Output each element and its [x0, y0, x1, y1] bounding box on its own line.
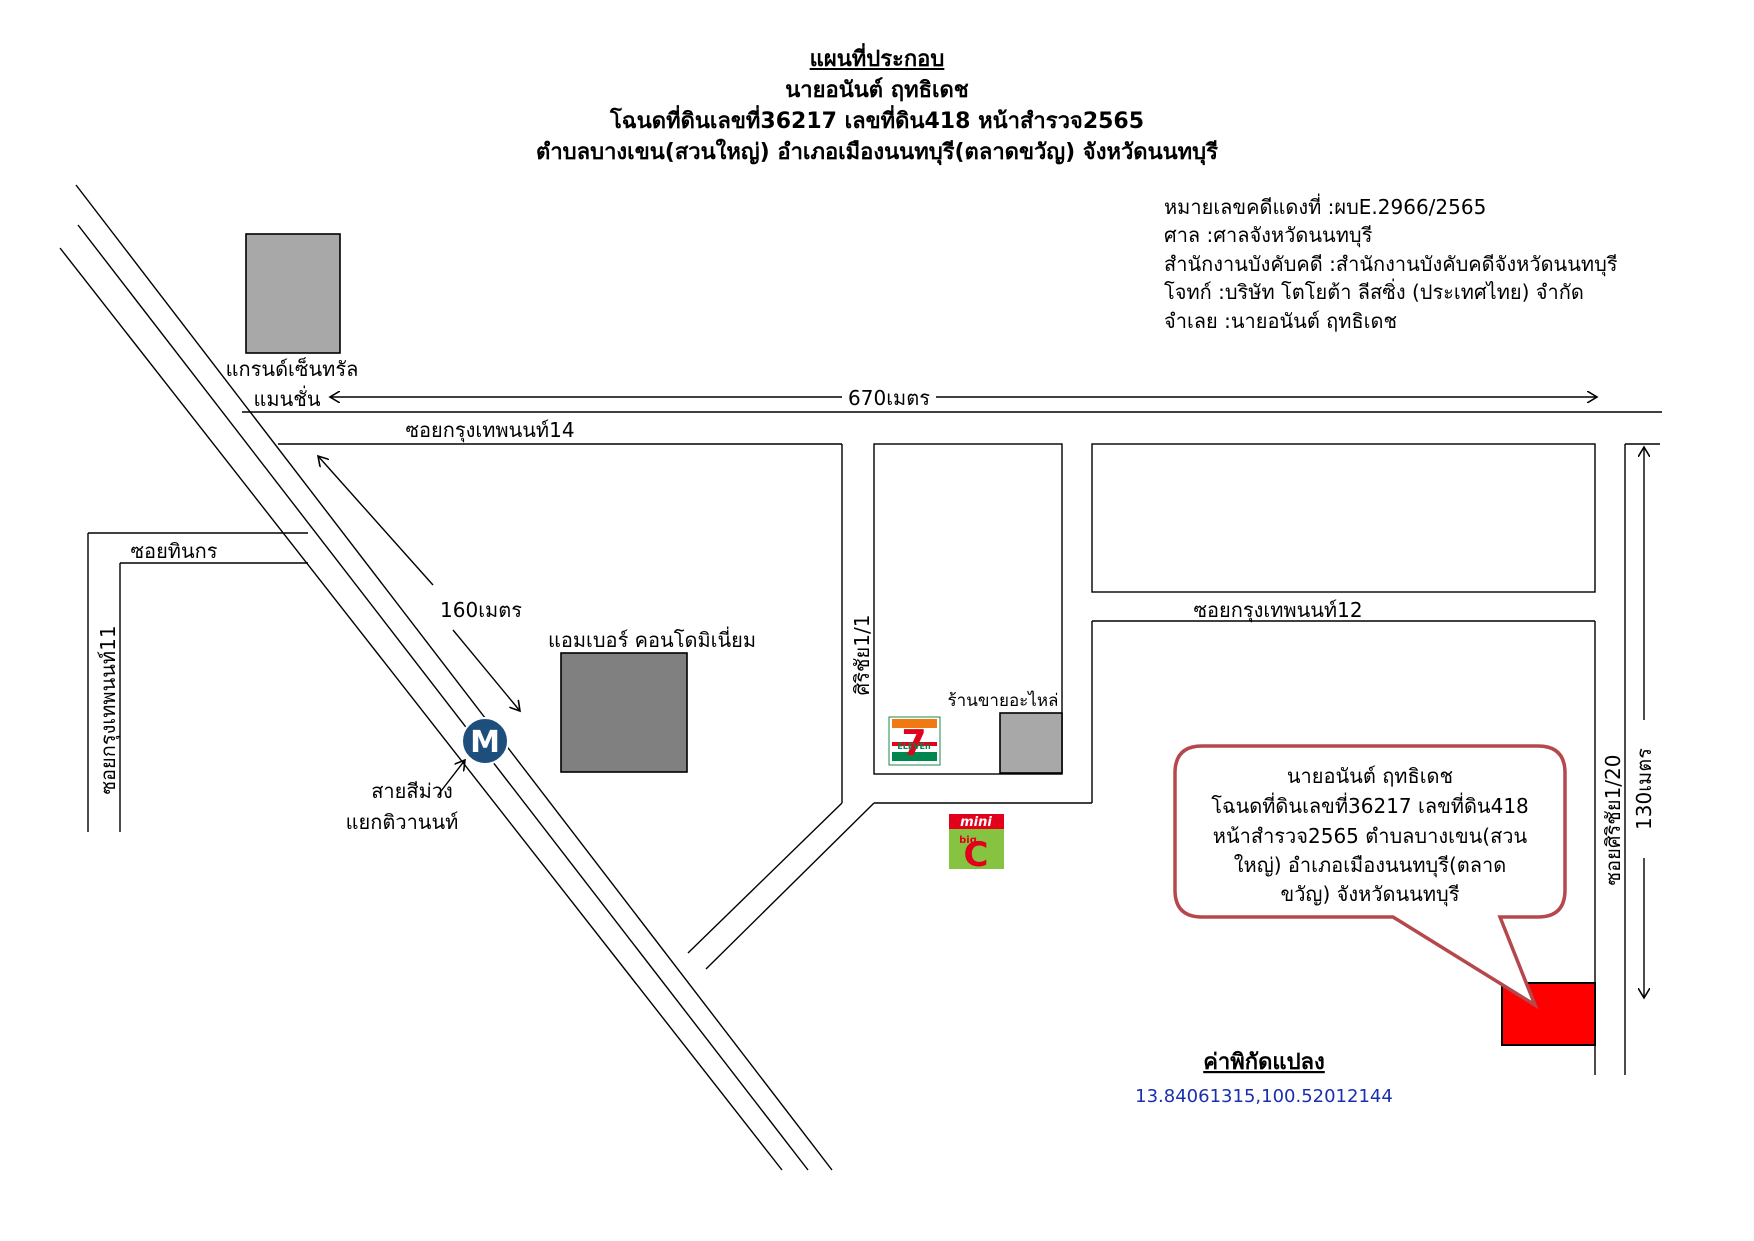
- target-parcel: [1501, 982, 1596, 1046]
- soi-thinnakorn-road: [87, 532, 308, 832]
- amber-condominium-building: [560, 652, 688, 773]
- callout-line-2: โฉนดที่ดินเลขที่36217 เลขที่ดิน418: [1211, 792, 1529, 818]
- tiwanon-label: แยกติวานนท์: [346, 810, 459, 834]
- callout-line-3: หน้าสำรวจ2565 ตำบลบางเขน(สวน: [1213, 824, 1528, 848]
- parts-shop-label: ร้านขายอะไหล่: [948, 690, 1059, 711]
- deed-info: โฉนดที่ดินเลขที่36217 เลขที่ดิน418 หน้าส…: [609, 109, 1145, 134]
- bigc-c-text: C: [964, 835, 989, 875]
- map-title: แผนที่ประกอบ: [809, 47, 945, 72]
- north-east-block: [1091, 443, 1596, 593]
- grand-central-label-2: แมนชั่น: [254, 385, 321, 411]
- purple-line-label: สายสีม่วง: [371, 779, 453, 803]
- sirichai-1-1-label: ศิริชัย1/1: [850, 615, 874, 696]
- seven-eleven-logo: 7 ELEVEn: [888, 716, 941, 766]
- distance-160-label: 160เมตร: [440, 598, 522, 622]
- soi-14-label: ซอยกรุงเทพนนท์14: [405, 418, 574, 443]
- court-name: ศาล :ศาลจังหวัดนนทบุรี: [1164, 223, 1373, 248]
- target-callout-box: [1173, 744, 1567, 1010]
- location-info: ตำบลบางเขน(สวนใหญ่) อำเภอเมืองนนทบุรี(ตล…: [536, 140, 1218, 165]
- map-title-block: แผนที่ประกอบ นายอนันต์ ฤทธิเดช โฉนดที่ดิ…: [0, 44, 1754, 168]
- soi-thinnakorn-label: ซอยทินกร: [130, 539, 217, 563]
- bigc-big-text: big: [959, 835, 977, 846]
- main-diagonal-road: [59, 184, 833, 1171]
- grand-central-mansion-building: [245, 233, 341, 354]
- metro-letter: M: [470, 725, 500, 760]
- owner-name: นายอนันต์ ฤทธิเดช: [785, 78, 969, 103]
- callout-line-1: นายอนันต์ ฤทธิเดช: [1287, 764, 1453, 788]
- metro-pointer-arrow: [437, 760, 465, 796]
- callout-line-4: ใหญ่) อำเภอเมืองนนทบุรี(ตลาด: [1234, 853, 1506, 878]
- mini-big-c-logo: mini big C: [949, 814, 1004, 875]
- eleven-text: ELEVEn: [897, 742, 931, 751]
- case-number: หมายเลขคดีแดงที่ :ผบE.2966/2565: [1164, 195, 1487, 219]
- defendant: จำเลย :นายอนันต์ ฤทธิเดช: [1164, 308, 1398, 333]
- coordinates-title: ค่าพิกัดแปลง: [1203, 1050, 1325, 1075]
- soi-11-label: ซอยกรุงเทพนนท์11: [96, 625, 121, 794]
- parts-shop-building: [999, 712, 1063, 774]
- amber-condo-label: แอมเบอร์ คอนโดมิเนี่ยม: [548, 626, 756, 652]
- sirichai-block: [873, 443, 1063, 775]
- metro-station-icon: M: [461, 717, 509, 765]
- soi-sirichai-1-20-label: ซอยศิริชัย1/20: [1601, 755, 1625, 886]
- coordinates-value: 13.84061315,100.52012144: [1135, 1086, 1393, 1107]
- seven-digit: 7: [901, 723, 926, 764]
- soi-12-label: ซอยกรุงเทพนนท์12: [1193, 598, 1362, 623]
- distance-160-arrow: [318, 456, 520, 711]
- distance-670-label: 670เมตร: [848, 386, 930, 410]
- case-info-block: หมายเลขคดีแดงที่ :ผบE.2966/2565 ศาล :ศาล…: [1164, 193, 1618, 335]
- grand-central-label-1: แกรนด์เซ็นทรัล: [226, 356, 359, 381]
- enforcement-office: สำนักงานบังคับคดี :สำนักงานบังคับคดีจังห…: [1164, 251, 1618, 276]
- plaintiff: โจทก์ :บริษัท โตโยต้า ลีสซิ่ง (ประเทศไทย…: [1164, 280, 1584, 305]
- callout-line-5: ขวัญ) จังหวัดนนทบุรี: [1281, 882, 1460, 907]
- distance-130-label: 130เมตร: [1632, 748, 1656, 830]
- soi-krungthepnon-14-road: [242, 411, 1662, 1075]
- bigc-mini-text: mini: [960, 815, 992, 830]
